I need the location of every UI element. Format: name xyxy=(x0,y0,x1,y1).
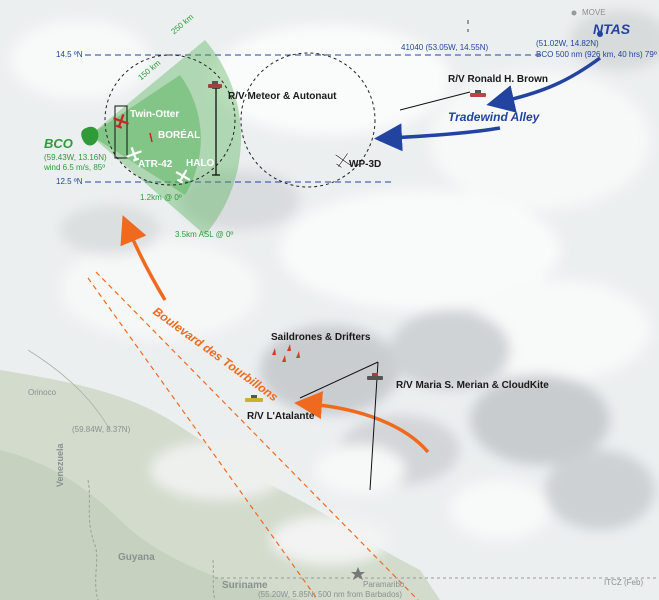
ship-icon xyxy=(245,395,263,402)
label-ntas-distance: BCO 500 nm (926 km, 40 hrs) 79º xyxy=(536,50,657,59)
atr42-box xyxy=(114,105,128,159)
sector-1-2km xyxy=(90,75,201,195)
label-suriname: Suriname xyxy=(222,580,268,591)
tradewind-arrow-south xyxy=(374,123,501,152)
label-guyana: Guyana xyxy=(118,552,155,563)
cloud-field xyxy=(10,10,659,540)
label-boreal: BORÉAL xyxy=(158,130,201,141)
label-move: MOVE xyxy=(582,8,606,17)
sector-3-5km xyxy=(90,40,242,235)
label-lat-14-5: 14.5 ºN xyxy=(56,50,83,59)
label-venezuela-coords: (59.84W, 8.37N) xyxy=(72,425,131,434)
buoy-icon xyxy=(597,31,603,37)
eddy-arrow-north xyxy=(120,215,167,301)
label-bco-wind: wind 6.5 m/s, 85º xyxy=(44,163,106,172)
label-bco-coords: (59.43W, 13.16N) xyxy=(44,153,107,162)
buoy-icon xyxy=(571,10,577,16)
label-alt-3-5km: 3.5km ASL @ 0º xyxy=(175,230,234,239)
label-ntas: NTAS xyxy=(593,21,631,37)
saildrone-leader-south xyxy=(369,361,379,491)
label-paramaribo: Paramaribo xyxy=(363,580,405,589)
barbados-island-icon xyxy=(81,126,99,146)
aircraft-icon xyxy=(126,147,142,162)
label-alt-1-2km: 1.2km @ 0º xyxy=(140,193,182,202)
label-tradewind-alley: Tradewind Alley xyxy=(448,110,540,124)
eddy-arrow-south xyxy=(294,391,430,454)
boulevard-line-west xyxy=(87,277,319,600)
label-bco: BCO xyxy=(44,136,73,151)
label-lat-12-5: 12.5 ºN xyxy=(56,177,83,186)
label-ronald-brown: R/V Ronald H. Brown xyxy=(448,74,548,85)
label-venezuela: Venezuela xyxy=(55,443,65,487)
label-orinoco: Orinoco xyxy=(28,388,57,397)
saildrone-icon xyxy=(272,344,300,362)
orinoco-river xyxy=(27,349,111,431)
label-atalante: R/V L'Atalante xyxy=(247,411,315,422)
circle-halo-east xyxy=(240,52,376,188)
label-halo: HALO xyxy=(186,158,215,169)
aircraft-icon xyxy=(149,132,153,143)
ship-icon xyxy=(208,81,222,88)
circle-halo-west xyxy=(104,54,236,186)
aircraft-icon xyxy=(175,169,191,184)
tradewind-arrow-north xyxy=(486,56,602,113)
label-paramaribo-coords: (55.20W, 5.85N; 500 nm from Barbados) xyxy=(258,590,403,599)
boulevard-line-east xyxy=(95,271,419,600)
ronald-brown-leader xyxy=(399,91,471,111)
border-guyana-suriname xyxy=(212,559,216,600)
aircraft-icon xyxy=(113,114,129,129)
label-saildrones: Saildrones & Drifters xyxy=(271,332,371,343)
saildrone-leader-west xyxy=(299,361,379,399)
label-twin-otter: Twin-Otter xyxy=(130,109,180,120)
label-buoy-41040: 41040 (53.05W, 14.55N) xyxy=(401,43,489,52)
ship-icon xyxy=(367,373,383,380)
land-interior xyxy=(0,450,300,600)
ship-icon xyxy=(470,90,486,97)
label-meteor: R/V Meteor & Autonaut xyxy=(228,91,337,102)
label-maria-merian: R/V Maria S. Merian & CloudKite xyxy=(396,380,549,391)
star-icon xyxy=(351,567,365,580)
label-itcz: ITCZ (Feb) xyxy=(604,578,644,587)
label-wp3d: WP-3D xyxy=(349,159,382,170)
aircraft-icon xyxy=(334,152,352,169)
land-clouds xyxy=(150,440,390,565)
label-atr42: ATR-42 xyxy=(138,159,173,170)
label-ntas-coords: (51.02W, 14.82N) xyxy=(536,39,599,48)
border-venezuela-guyana xyxy=(87,479,99,600)
